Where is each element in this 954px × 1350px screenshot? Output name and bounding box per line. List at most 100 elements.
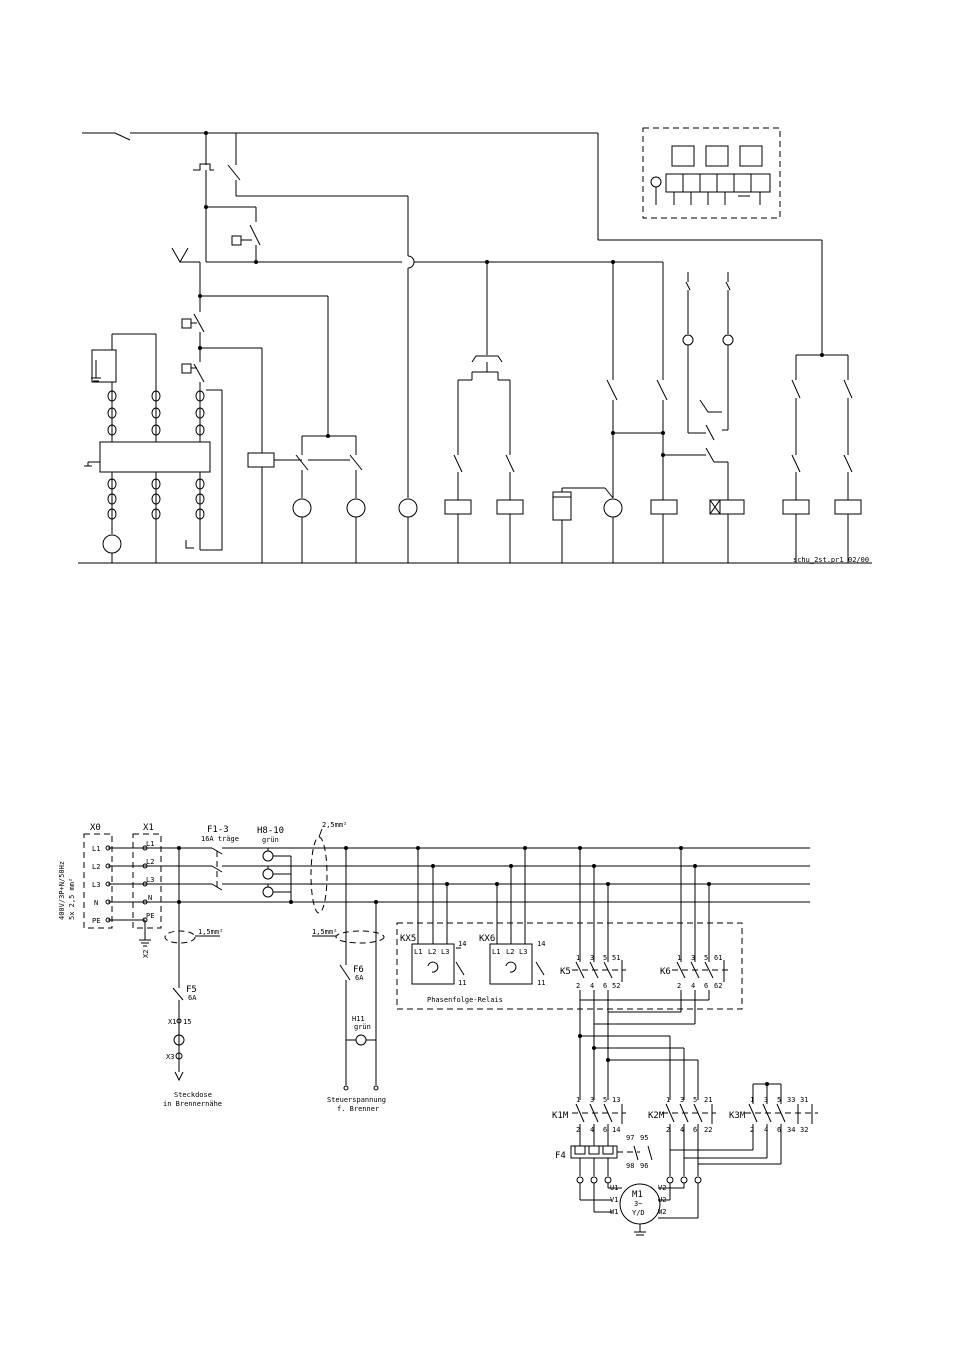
kx5-terminal-l2: L2 <box>428 948 436 956</box>
control-caption-1: Steuerspannung <box>327 1096 386 1104</box>
k1m-top-13: 13 <box>612 1096 620 1104</box>
supply-spec: 400V/3P+N/50Hz <box>58 861 66 920</box>
kx6-contact-14: 14 <box>537 940 545 948</box>
k6-top-1: 1 <box>677 954 681 962</box>
kx6-contact-11: 11 <box>537 979 545 987</box>
k5-bottom-52: 52 <box>612 982 620 990</box>
relay-kx5-label: KX5 <box>400 934 416 944</box>
socket-caption-1: Steckdose <box>174 1091 212 1099</box>
fuse-f6-rating: 6A <box>355 974 364 982</box>
motor-m1-label: M1 <box>632 1190 643 1200</box>
kx5-terminal-l1: L1 <box>414 948 422 956</box>
k3m-bottom-4: 4 <box>764 1126 768 1134</box>
date-reference: 02/00 <box>848 556 869 564</box>
kx5-contact-14: 14 <box>458 940 466 948</box>
motor-phase-label: 3~ <box>634 1200 642 1208</box>
overload-f4-label: F4 <box>555 1151 566 1161</box>
k3m-top-31: 31 <box>800 1096 808 1104</box>
k3m-bottom-32: 32 <box>800 1126 808 1134</box>
lamp-h810-color: grün <box>262 836 279 844</box>
phase-l2-label: L2 <box>92 863 100 871</box>
k6-top-3: 3 <box>691 954 695 962</box>
kx5-terminal-l3: L3 <box>441 948 449 956</box>
terminal-x1-15-label: X1 <box>168 1018 176 1026</box>
x1-l3-label: L3 <box>146 876 154 884</box>
f4-contact-98: 98 <box>626 1162 634 1170</box>
motor-mode-label: Y/D <box>632 1209 645 1217</box>
contactor-k3m-label: K3M <box>729 1111 746 1121</box>
x1-l2-label: L2 <box>146 858 154 866</box>
kx6-terminal-l3: L3 <box>519 948 527 956</box>
k3m-top-1: 1 <box>750 1096 754 1104</box>
motor-terminal-u2: U2 <box>658 1196 666 1204</box>
k5-top-3: 3 <box>590 954 594 962</box>
k6-bottom-62: 62 <box>714 982 722 990</box>
relay-kx6-label: KX6 <box>479 934 495 944</box>
socket-caption-2: in Brennernähe <box>163 1100 222 1108</box>
contactor-k5-label: K5 <box>560 967 571 977</box>
fuse-f13-label: F1-3 <box>207 825 229 835</box>
k5-bottom-2: 2 <box>576 982 580 990</box>
phase-l3-label: L3 <box>92 881 100 889</box>
k3m-top-33: 33 <box>787 1096 795 1104</box>
cable-15a-label: 1,5mm² <box>198 928 223 936</box>
fuse-f5-rating: 6A <box>188 994 197 1002</box>
f4-contact-95: 95 <box>640 1134 648 1142</box>
k6-top-5: 5 <box>704 954 708 962</box>
k3m-bottom-6: 6 <box>777 1126 781 1134</box>
bottom-power-diagram: 400V/3P+N/50Hz 5x 2,5 mm² X0 X1 L1 L2 L3… <box>58 821 818 1236</box>
lamp-h810-label: H8-10 <box>257 826 284 836</box>
terminal-x0-label: X0 <box>90 823 101 833</box>
relay-caption: Phasenfolge-Relais <box>427 996 503 1004</box>
motor-terminal-v2: V2 <box>658 1184 666 1192</box>
k1m-bottom-6: 6 <box>603 1126 607 1134</box>
terminal-x1-label: X1 <box>143 823 154 833</box>
k3m-top-3: 3 <box>764 1096 768 1104</box>
kx6-terminal-l2: L2 <box>506 948 514 956</box>
k5-bottom-4: 4 <box>590 982 594 990</box>
k6-top-61: 61 <box>714 954 722 962</box>
motor-terminal-w1: W1 <box>610 1208 618 1216</box>
k5-top-1: 1 <box>576 954 580 962</box>
k2m-top-5: 5 <box>693 1096 697 1104</box>
cable-25-label: 2,5mm² <box>322 821 347 829</box>
f4-contact-96: 96 <box>640 1162 648 1170</box>
kx5-contact-11: 11 <box>458 979 466 987</box>
k2m-bottom-4: 4 <box>680 1126 684 1134</box>
k1m-bottom-14: 14 <box>612 1126 620 1134</box>
k1m-top-3: 3 <box>590 1096 594 1104</box>
kx6-terminal-l1: L1 <box>492 948 500 956</box>
k2m-top-1: 1 <box>666 1096 670 1104</box>
terminal-15-label: 15 <box>183 1018 191 1026</box>
x1-n-label: N <box>148 894 152 902</box>
motor-terminal-u1: U1 <box>610 1184 618 1192</box>
k3m-bottom-34: 34 <box>787 1126 795 1134</box>
k5-top-51: 51 <box>612 954 620 962</box>
terminal-column <box>107 382 205 442</box>
contactor-k6-label: K6 <box>660 967 671 977</box>
lamp-h11-label: H11 <box>352 1015 365 1023</box>
phase-pe-label: PE <box>92 917 100 925</box>
k1m-top-5: 5 <box>603 1096 607 1104</box>
contactor-k2m-label: K2M <box>648 1111 665 1121</box>
earth-terminal-label: X2 <box>142 950 150 958</box>
k2m-top-3: 3 <box>680 1096 684 1104</box>
k5-bottom-6: 6 <box>603 982 607 990</box>
socket-x3-label: X3 <box>166 1053 174 1061</box>
k6-bottom-4: 4 <box>691 982 695 990</box>
control-caption-2: f. Brenner <box>337 1105 379 1113</box>
k2m-bottom-2: 2 <box>666 1126 670 1134</box>
contactor-k1m-label: K1M <box>552 1111 569 1121</box>
k1m-bottom-4: 4 <box>590 1126 594 1134</box>
fuse-f13-rating: 16A träge <box>201 835 239 843</box>
top-control-diagram: schu_2st.pr1 02/00 <box>78 127 872 564</box>
fuse-f5-label: F5 <box>186 985 197 995</box>
k3m-bottom-2: 2 <box>750 1126 754 1134</box>
cable-15b-label: 1,5mm² <box>312 928 337 936</box>
phase-n-label: N <box>94 899 98 907</box>
k6-bottom-6: 6 <box>704 982 708 990</box>
k1m-bottom-2: 2 <box>576 1126 580 1134</box>
f4-contact-97: 97 <box>626 1134 634 1142</box>
cable-spec: 5x 2,5 mm² <box>68 878 76 920</box>
